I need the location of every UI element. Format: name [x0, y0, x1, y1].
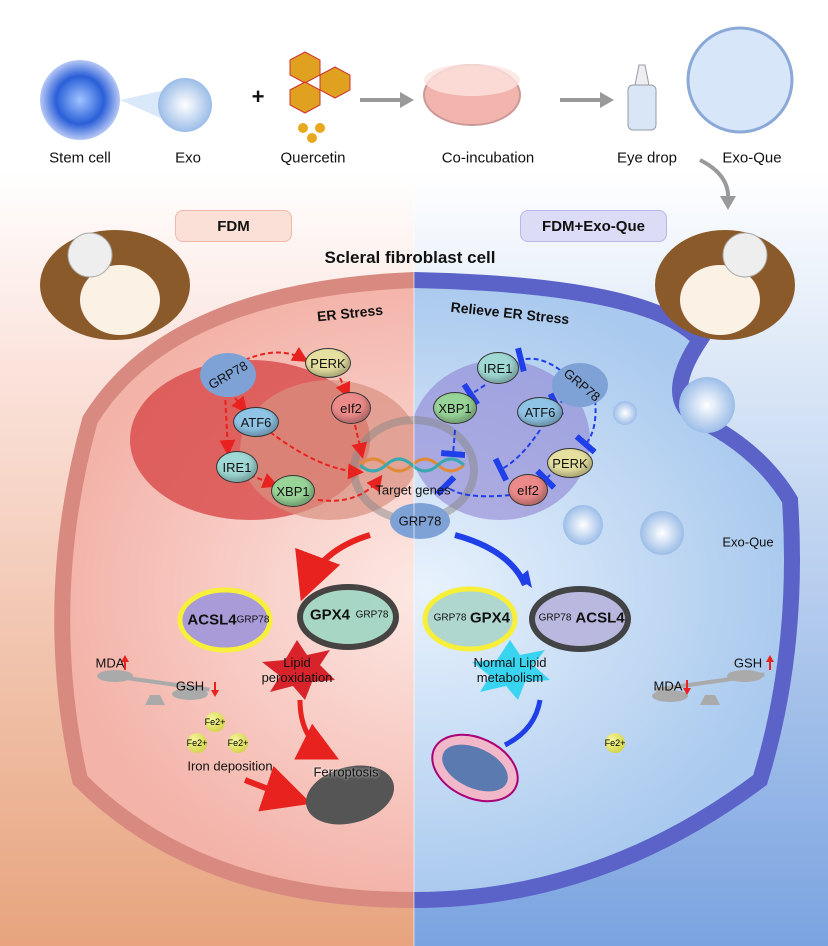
normal-lipid-metabolism-label: Normal Lipid metabolism [473, 655, 547, 685]
label-exo-que: Exo-Que [722, 149, 782, 167]
left-eif2-node: eIf2 [331, 392, 371, 424]
right-acsl4: ACSL4 [575, 609, 625, 627]
left-ire1-node: IRE1 [216, 451, 258, 483]
right-gsh: GSH [733, 655, 763, 671]
label-quercetin: Quercetin [280, 149, 346, 167]
ferroptosis-label: Ferroptosis [313, 764, 379, 780]
left-grp78-a: GRP78 [236, 614, 270, 626]
right-mda: MDA [653, 678, 683, 694]
label-stem-cell: Stem cell [49, 149, 111, 167]
left-xbp1-node: XBP1 [271, 475, 315, 507]
right-ire1-node: IRE1 [477, 352, 519, 384]
right-grp78-a: GRP78 [433, 612, 467, 624]
left-gsh: GSH [175, 678, 205, 694]
left-grp78-b: GRP78 [355, 609, 389, 621]
right-gpx4: GPX4 [469, 609, 511, 627]
center-grp78-label: GRP78 [398, 513, 442, 529]
iron-deposition-label: Iron deposition [187, 758, 273, 774]
left-gpx4: GPX4 [309, 606, 351, 624]
plus-sign: + [251, 84, 265, 109]
left-mda: MDA [95, 655, 125, 671]
right-grp78-b: GRP78 [538, 612, 572, 624]
fe-ion: Fe2+ [205, 712, 225, 732]
target-genes-label: Target genes [375, 482, 451, 498]
label-exo: Exo [175, 149, 201, 167]
right-eif2-node: eIf2 [508, 474, 548, 506]
left-atf6-node: ATF6 [233, 407, 279, 437]
right-perk-node: PERK [547, 448, 593, 478]
exo-que-vesicle-label: Exo-Que [722, 534, 774, 550]
lipid-peroxidation-label: Lipid peroxidation [261, 655, 333, 685]
label-eye-drop: Eye drop [616, 149, 678, 167]
label-co-incubation: Co-incubation [441, 149, 535, 167]
left-acsl4: ACSL4 [187, 611, 237, 629]
fe-ion: Fe2+ [187, 733, 207, 753]
group-fdm-exo-que: FDM+Exo-Que [520, 210, 667, 242]
group-fdm: FDM [175, 210, 292, 242]
diagram-title: Scleral fibroblast cell [324, 248, 496, 267]
right-xbp1-node: XBP1 [433, 392, 477, 424]
right-atf6-node: ATF6 [517, 397, 563, 427]
fe-ion: Fe2+ [605, 733, 625, 753]
fe-ion: Fe2+ [228, 733, 248, 753]
left-perk-node: PERK [305, 348, 351, 378]
